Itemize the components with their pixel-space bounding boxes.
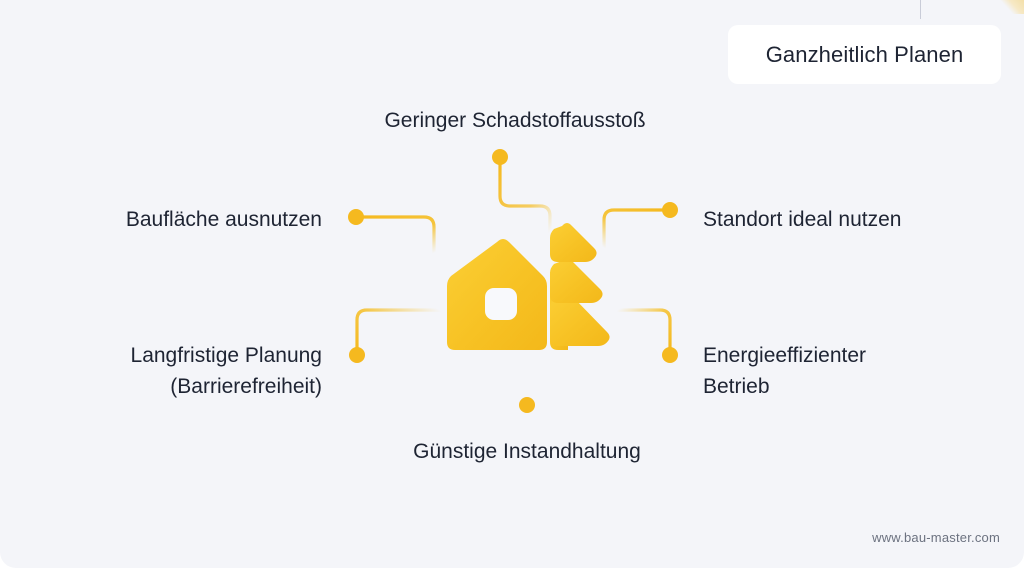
footer-website-url: www.bau-master.com (872, 530, 1000, 545)
top-tick-divider (920, 0, 921, 19)
node-dot-left-top[interactable] (348, 209, 364, 225)
node-label-bottom: Günstige Instandhaltung (413, 440, 641, 463)
node-dot-bottom[interactable] (519, 397, 535, 413)
house-and-tree-icon (440, 204, 610, 356)
corner-accent-wedge (998, 0, 1024, 14)
house-window (485, 288, 517, 320)
house-shape (447, 239, 547, 350)
connector-path-left-bottom (355, 308, 442, 353)
node-label-left-top: Baufläche ausnutzen (125, 208, 322, 231)
node-dot-left-bottom[interactable] (349, 347, 365, 363)
connector-path-right-top (602, 208, 668, 250)
title-card: Ganzheitlich Planen (728, 25, 1001, 84)
node-dot-right-top[interactable] (662, 202, 678, 218)
tree-shape (550, 223, 610, 350)
node-label-right-bottom: Energieeffizienter Betrieb (703, 344, 867, 398)
node-label-left-bottom: Langfristige Planung (Barrierefreiheit) (130, 344, 322, 398)
node-label-top: Geringer Schadstoffausstoß (384, 109, 646, 132)
node-dot-right-bottom[interactable] (662, 347, 678, 363)
connector-path-left-top (358, 215, 436, 255)
node-dot-top[interactable] (492, 149, 508, 165)
connector-path-right-bottom (616, 308, 672, 353)
node-label-right-top: Standort ideal nutzen (703, 208, 902, 231)
title-card-label: Ganzheitlich Planen (765, 41, 964, 67)
